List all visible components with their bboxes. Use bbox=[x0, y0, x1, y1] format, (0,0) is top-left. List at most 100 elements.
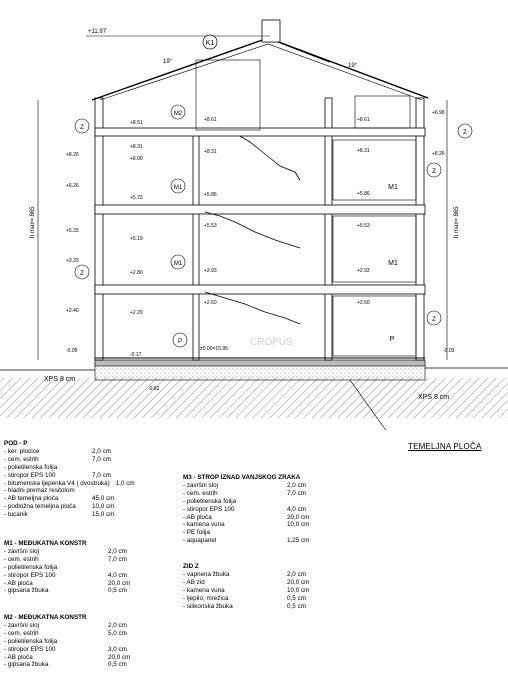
svg-text:Z: Z bbox=[463, 130, 467, 136]
watermark: CROPUS bbox=[250, 337, 293, 348]
elev-r-553: +5.53 bbox=[357, 223, 370, 229]
tag-m2: M2 bbox=[170, 104, 186, 120]
elev-s-553: +5.53 bbox=[204, 223, 217, 229]
spec-m2-row: - polietilenska folija bbox=[4, 638, 130, 646]
spec-zid-row: - AB zid 20,0 cm bbox=[183, 579, 309, 587]
stair-upper bbox=[239, 135, 301, 181]
elev-l-533: +5.33 bbox=[66, 228, 79, 234]
svg-text:Z: Z bbox=[432, 317, 436, 323]
foundation-label: TEMELJNA PLOČA bbox=[408, 442, 482, 451]
spec-layer-name: - AB zid bbox=[183, 578, 205, 586]
spec-layer-value: 0,5 cm bbox=[287, 594, 306, 602]
svg-text:M1: M1 bbox=[388, 184, 398, 191]
spec-layer-name: - polietilenska folija bbox=[183, 497, 237, 505]
spec-layer-name: - gipsana žbuka bbox=[4, 587, 49, 595]
tag-z3: Z bbox=[457, 123, 473, 139]
elev-s-831: +8.31 bbox=[204, 149, 217, 155]
spec-layer-value: 20,0 cm bbox=[108, 579, 131, 587]
spec-layer-name: - cem. estrih bbox=[4, 629, 39, 637]
spec-layer-value: 2,0 cm bbox=[287, 570, 306, 578]
slab-level-2 bbox=[94, 204, 426, 215]
soil-hatch bbox=[0, 378, 508, 418]
svg-text:Z: Z bbox=[80, 125, 84, 131]
chimney bbox=[261, 19, 281, 43]
height-left: h max= 865 bbox=[30, 206, 36, 238]
spec-layer-value: 20,0 cm bbox=[287, 578, 310, 586]
spec-layer-name: - ljepilo, mrežica bbox=[183, 594, 229, 602]
elev-bot-082: -0.82 bbox=[148, 386, 160, 392]
spec-m3-title: M3 - STROP IZNAD VANJSKOG ZRAKA bbox=[183, 474, 301, 481]
tag-p-left: P bbox=[172, 332, 188, 348]
elev-r-260: +2.60 bbox=[357, 300, 370, 306]
section-drawing: +11.97 K1 19° 19° h max= 865 h max= 865 … bbox=[0, 19, 508, 430]
spec-layer-name: - cem. estrih bbox=[4, 455, 39, 463]
spec-layer-name: - polietilenska folija bbox=[4, 463, 58, 471]
elev-c-280: +2.80 bbox=[130, 270, 143, 276]
ridge-tag-circle bbox=[202, 34, 218, 50]
elev-c-519: +5.19 bbox=[130, 236, 143, 242]
spec-pod-row: - stiropor EPS 100 7,0 cm bbox=[4, 472, 135, 480]
spec-layer-name: - silikonska žbuka bbox=[183, 602, 233, 610]
spec-layer-name: - ker. plocice bbox=[4, 447, 40, 455]
spec-layer-name: - AB ploča bbox=[4, 579, 33, 587]
tag-m1b: M1 bbox=[170, 254, 186, 270]
elev-r-586: +5.86 bbox=[357, 191, 370, 197]
spec-layer-name: - cem. estrih bbox=[183, 489, 218, 497]
elev-l-005: -0.05 bbox=[66, 348, 78, 354]
spec-m1-row: - AB ploča 20,0 cm bbox=[4, 580, 130, 588]
spec-layer-name: - aquapanel bbox=[183, 537, 217, 545]
elev-rr-826: +8.26 bbox=[432, 151, 445, 157]
elev-r-831: +8.31 bbox=[357, 148, 370, 154]
elev-s-586: +5.86 bbox=[204, 192, 217, 198]
roof-slope-right: 19° bbox=[348, 63, 358, 69]
spec-layer-value: 10,0 cm bbox=[287, 521, 310, 529]
spec-layer-value: 0,5 cm bbox=[287, 602, 306, 610]
roof-slope-left: 19° bbox=[163, 59, 173, 65]
elev-l-596: +6.26 bbox=[66, 183, 79, 189]
height-right: h max= 865 bbox=[454, 206, 460, 238]
spec-pod-row: - bitumenska ljepenka V4 ( dvostruka)1,0… bbox=[4, 480, 135, 488]
spec-layer-name: - hladni premaz resitolom bbox=[4, 487, 75, 495]
elev-c-831: +8.31 bbox=[130, 144, 143, 150]
spec-m3-row: - cem. estrih 7,0 cm bbox=[183, 490, 309, 498]
spec-m1-row: - polietilenska folija bbox=[4, 564, 130, 572]
spec-layer-value: 2,0 cm bbox=[92, 447, 111, 455]
room-right-top bbox=[332, 139, 417, 201]
spec-pod-row: - ker. plocice 2,0 cm bbox=[4, 448, 135, 456]
elev-c-229: +2.29 bbox=[130, 310, 143, 316]
spec-layer-value: 2,0 cm bbox=[108, 547, 127, 555]
spec-layer-name: - cem. estrih bbox=[4, 555, 39, 563]
wall-left bbox=[94, 97, 104, 361]
spec-layer-name: - bitumenska ljepenka V4 ( dvostruka) bbox=[4, 479, 110, 487]
room-right-attic bbox=[354, 95, 411, 129]
spec-layer-value: 0,5 cm bbox=[108, 587, 127, 595]
spec-layer-name: - AB temeljna ploča bbox=[4, 495, 59, 503]
spec-layer-value: 1,25 cm bbox=[287, 537, 310, 545]
elevation-labels: +8.26 +6.26 +5.33 +3.33 +2.40 -0.05 +8.5… bbox=[66, 110, 455, 392]
spec-layer-value: 7,0 cm bbox=[287, 489, 306, 497]
spec-layer-name: - stiropor EPS 100 bbox=[4, 471, 56, 479]
tag-z2: Z bbox=[74, 264, 90, 280]
spec-layer-name: - stiropor EPS 100 bbox=[4, 645, 56, 653]
spec-layer-value: 7,0 cm bbox=[92, 471, 111, 479]
spec-layer-value: 4,0 cm bbox=[108, 571, 127, 579]
spec-layer-value: 10,0 cm bbox=[287, 586, 310, 594]
elev-s-293: +2.93 bbox=[204, 268, 217, 274]
spec-pod-row: - polietilenska folija bbox=[4, 464, 135, 472]
spec-m3-row: - PE folija bbox=[183, 529, 309, 537]
spec-layer-name: - tucanik bbox=[4, 511, 28, 519]
